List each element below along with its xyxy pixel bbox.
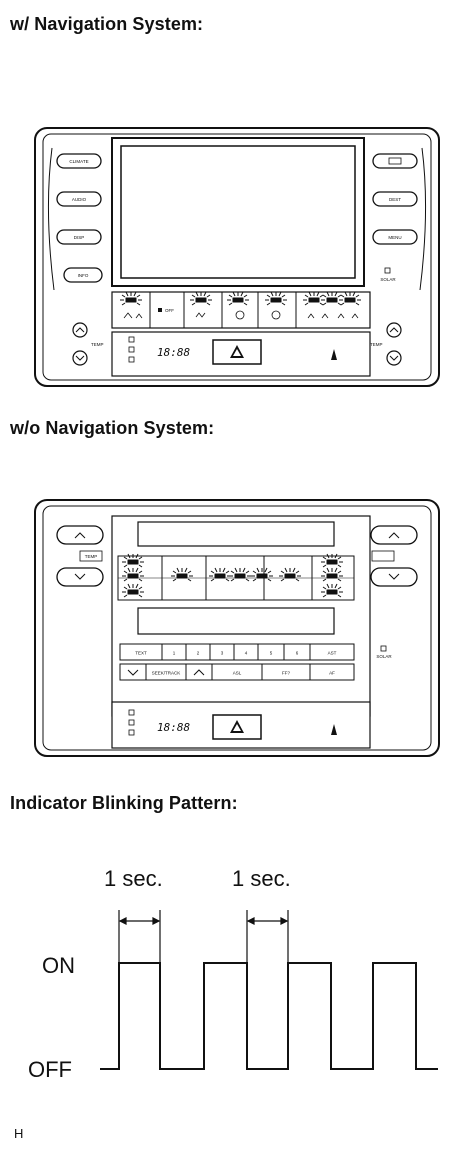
lower-display <box>137 607 335 635</box>
nav-panel-diagram: CLIMATE AUDIO DISP INFO DEST MENU SOLAR … <box>34 127 440 387</box>
menu-button[interactable]: MENU <box>372 229 418 245</box>
off-button[interactable]: OFF <box>158 308 174 313</box>
svg-text:TEMP: TEMP <box>85 554 98 559</box>
indicator-lamp <box>339 291 361 306</box>
svg-text:OFF: OFF <box>165 308 174 313</box>
indicator-lamp <box>265 291 287 306</box>
svg-text:SOLAR: SOLAR <box>380 277 396 282</box>
af-button[interactable]: AF <box>309 663 355 681</box>
indicator-lamp <box>190 291 212 306</box>
map-voice-button[interactable] <box>372 153 418 169</box>
passenger-airbag-icon <box>331 724 337 735</box>
temp-right-dial[interactable]: TEMP <box>370 322 402 366</box>
svg-text:SOLAR: SOLAR <box>376 654 392 659</box>
svg-text:FF?: FF? <box>282 671 290 676</box>
svg-text:6: 6 <box>296 651 299 656</box>
preset-button[interactable]: TEXT <box>119 643 163 661</box>
svg-text:AF: AF <box>329 671 335 676</box>
interval-marker-1 <box>118 910 161 962</box>
preset-button[interactable]: 2 <box>185 643 211 661</box>
heading-without-navigation: w/o Navigation System: <box>10 418 215 438</box>
svg-text:5: 5 <box>270 651 273 656</box>
hazard-button-no-nav[interactable] <box>212 714 262 740</box>
svg-text:INFO: INFO <box>78 273 89 278</box>
temp-right-rocker[interactable] <box>370 525 418 587</box>
interval-label-1: 1 sec. <box>104 866 163 891</box>
blink-waveform <box>100 962 438 1070</box>
asl-button[interactable]: ASL <box>211 663 263 681</box>
svg-text:1: 1 <box>173 651 176 656</box>
indicator-lamp <box>171 567 193 582</box>
svg-text:SEEK/TRACK: SEEK/TRACK <box>152 671 181 676</box>
audio-button[interactable]: AUDIO <box>56 191 102 207</box>
indicator-lamp <box>122 583 144 598</box>
upper-display <box>137 521 335 547</box>
preset-button[interactable]: 6 <box>283 643 311 661</box>
info-button[interactable]: INFO <box>63 267 103 283</box>
solar-sensor-no-nav: SOLAR <box>376 645 392 659</box>
seek-down-button[interactable] <box>119 663 147 681</box>
mode-indicators-no-nav <box>128 709 135 736</box>
preset-button[interactable]: 1 <box>161 643 187 661</box>
heading-with-navigation: w/ Navigation System: <box>10 14 204 34</box>
temp-left-rocker[interactable]: TEMP <box>56 525 104 587</box>
preset-button[interactable]: AST <box>309 643 355 661</box>
indicator-lamp <box>279 567 301 582</box>
indicator-lamp <box>321 583 343 598</box>
svg-text:MENU: MENU <box>388 235 401 240</box>
svg-text:4: 4 <box>245 651 248 656</box>
ff-button[interactable]: FF? <box>261 663 311 681</box>
climate-button[interactable]: CLIMATE <box>56 153 102 169</box>
on-label: ON <box>42 953 75 978</box>
svg-text:TEMP: TEMP <box>91 342 104 347</box>
clock-display: 18:88 <box>157 346 190 359</box>
svg-text:AUDIO: AUDIO <box>72 197 87 202</box>
svg-text:ASL: ASL <box>233 671 242 676</box>
indicator-lamp <box>321 553 343 568</box>
seek-track-button[interactable]: SEEK/TRACK <box>145 663 187 681</box>
indicator-lamp <box>321 567 343 582</box>
figure-mark: H <box>14 1126 24 1141</box>
mode-indicators <box>128 336 135 363</box>
passenger-airbag-icon <box>331 349 337 360</box>
audio-preset-row: TEXT 1 2 3 4 5 6 AST <box>119 643 355 661</box>
seek-up-button[interactable] <box>185 663 213 681</box>
preset-button[interactable]: 4 <box>233 643 259 661</box>
indicator-lamp <box>227 291 249 306</box>
interval-label-2: 1 sec. <box>232 866 291 891</box>
disp-button[interactable]: DISP <box>56 229 102 245</box>
off-label: OFF <box>28 1057 72 1082</box>
preset-button[interactable]: 5 <box>257 643 285 661</box>
svg-text:2: 2 <box>197 651 200 656</box>
svg-text:AST: AST <box>328 651 337 656</box>
indicator-lamp <box>251 567 273 582</box>
indicator-lamp <box>209 567 231 582</box>
clock-display-no-nav: 18:88 <box>157 721 190 734</box>
solar-sensor: SOLAR <box>380 267 396 282</box>
svg-text:TEXT: TEXT <box>135 651 147 656</box>
heading-blinking-pattern: Indicator Blinking Pattern: <box>10 793 238 813</box>
temp-left-dial[interactable]: TEMP <box>72 322 104 366</box>
svg-text:3: 3 <box>221 651 224 656</box>
preset-button[interactable]: 3 <box>209 643 235 661</box>
hazard-button[interactable] <box>212 339 262 365</box>
dest-button[interactable]: DEST <box>372 191 418 207</box>
interval-marker-2 <box>246 910 289 962</box>
svg-text:DISP: DISP <box>74 235 85 240</box>
audio-control-row: SEEK/TRACK ASL FF? AF <box>119 663 355 681</box>
no-nav-panel-diagram: TEMP SOLAR TEXT 1 2 3 4 5 6 AST SEEK/TRACK ASL FF… <box>34 499 440 757</box>
indicator-lamp <box>122 567 144 582</box>
indicator-lamp <box>120 291 142 306</box>
blinking-indicators <box>120 291 361 306</box>
blink-pattern-diagram: 1 sec. 1 sec. ON OFF <box>28 866 438 1082</box>
indicator-lamp <box>229 567 251 582</box>
svg-text:DEST: DEST <box>389 197 401 202</box>
blinking-indicators-no-nav <box>122 553 343 598</box>
indicator-lamp <box>122 553 144 568</box>
svg-text:CLIMATE: CLIMATE <box>69 159 88 164</box>
svg-text:TEMP: TEMP <box>370 342 383 347</box>
